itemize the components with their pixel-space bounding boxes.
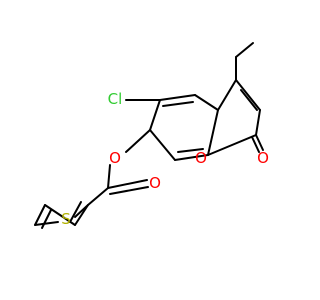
sulfur-atom-label: S	[61, 210, 71, 228]
c7-o-bond	[125, 129, 151, 153]
carbonyl-double-a	[107, 179, 148, 189]
c3-c2-bond	[255, 109, 261, 136]
thiophene-c2-c3-bond	[74, 204, 89, 226]
c4-c3-inner-bond	[240, 89, 258, 111]
thiophene-c5-s-bond	[34, 221, 59, 226]
c8-c8a-inner-bond	[177, 148, 204, 153]
molecule-diagram: Cl O O O O S	[34, 42, 269, 229]
ester-oxygen-atom-label: O	[109, 149, 121, 167]
ring-oxygen-atom-label: O	[195, 149, 207, 167]
thiophene-c2-c3-inner-bond	[69, 201, 82, 223]
atom-labels: Cl O O O O S	[61, 90, 269, 228]
carbonyl-oxygen-atom-label: O	[149, 174, 161, 192]
c5-c6-bond	[159, 94, 196, 101]
c7-c8-bond	[149, 129, 176, 161]
c8-c8a-bond	[174, 154, 209, 161]
thiophene-c3-c4-bond	[44, 204, 76, 226]
bond-lines	[34, 42, 264, 229]
ethyl-ch3-bond	[235, 42, 254, 58]
c4-c4a-bond	[217, 79, 237, 111]
c6-c7-bond	[149, 99, 161, 131]
c5-c6-inner-bond	[162, 101, 194, 107]
carbonyl-double-b	[109, 186, 149, 195]
c4a-c8a-bond	[207, 109, 219, 156]
c2-o-bond-a	[255, 134, 264, 151]
chlorine-atom-label: Cl	[108, 90, 123, 108]
thiophene-c4-c5-bond	[34, 204, 46, 226]
c4-c3-bond	[235, 79, 261, 111]
o-carbonyl-c-bond	[107, 164, 111, 189]
lactone-carbonyl-oxygen-atom-label: O	[257, 149, 269, 167]
c2-ring-o-bond	[207, 134, 257, 156]
c2-o-bond-b	[251, 136, 260, 153]
carbonyl-thiophene-bond	[87, 187, 109, 206]
thiophene-c4-c5-inner-bond	[41, 209, 52, 229]
c4a-c5-bond	[194, 94, 219, 111]
